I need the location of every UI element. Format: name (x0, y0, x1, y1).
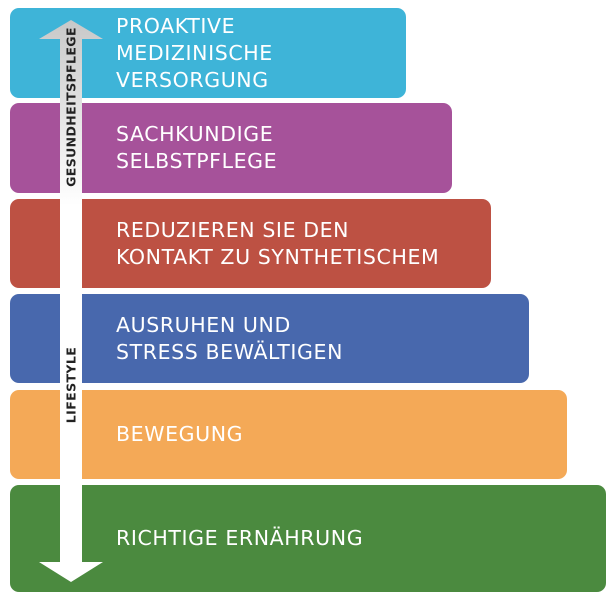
tier-self-care: SACHKUNDIGE SELBSTPFLEGE (10, 103, 452, 193)
tier-label-line: STRESS BEWÄLTIGEN (116, 339, 344, 364)
tier-label-line: AUSRUHEN UND (116, 312, 291, 337)
tier-label: REDUZIEREN SIE DEN KONTAKT ZU SYNTHETISC… (116, 217, 439, 271)
tier-label-line: REDUZIEREN SIE DEN (116, 217, 350, 242)
tier-label: RICHTIGE ERNÄHRUNG (116, 525, 363, 552)
tier-exercise: BEWEGUNG (10, 390, 567, 479)
tier-label-line: MEDIZINISCHE (116, 40, 273, 65)
axis-label-healthcare: GESUNDHEITSPFLEGE (63, 27, 79, 187)
tier-rest-stress: AUSRUHEN UND STRESS BEWÄLTIGEN (10, 294, 529, 383)
tier-label-line: RICHTIGE ERNÄHRUNG (116, 526, 364, 550)
arrow-shape (39, 20, 103, 582)
tier-label-line: VERSORGUNG (116, 67, 269, 92)
tier-label: BEWEGUNG (116, 421, 243, 448)
tier-label-line: PROAKTIVE (116, 13, 236, 38)
tier-label-line: BEWEGUNG (116, 422, 244, 446)
tier-reduce-synthetics: REDUZIEREN SIE DEN KONTAKT ZU SYNTHETISC… (10, 199, 491, 288)
tier-label: AUSRUHEN UND STRESS BEWÄLTIGEN (116, 312, 343, 366)
tier-label: PROAKTIVE MEDIZINISCHE VERSORGUNG (116, 13, 273, 94)
tier-nutrition: RICHTIGE ERNÄHRUNG (10, 485, 606, 592)
tier-label-line: KONTAKT ZU SYNTHETISCHEM (116, 244, 440, 269)
tier-label-line: SACHKUNDIGE (116, 122, 274, 146)
tier-label: SACHKUNDIGE SELBSTPFLEGE (116, 121, 277, 175)
tier-label-line: SELBSTPFLEGE (116, 149, 278, 173)
axis-label-lifestyle: LIFESTYLE (63, 346, 79, 424)
